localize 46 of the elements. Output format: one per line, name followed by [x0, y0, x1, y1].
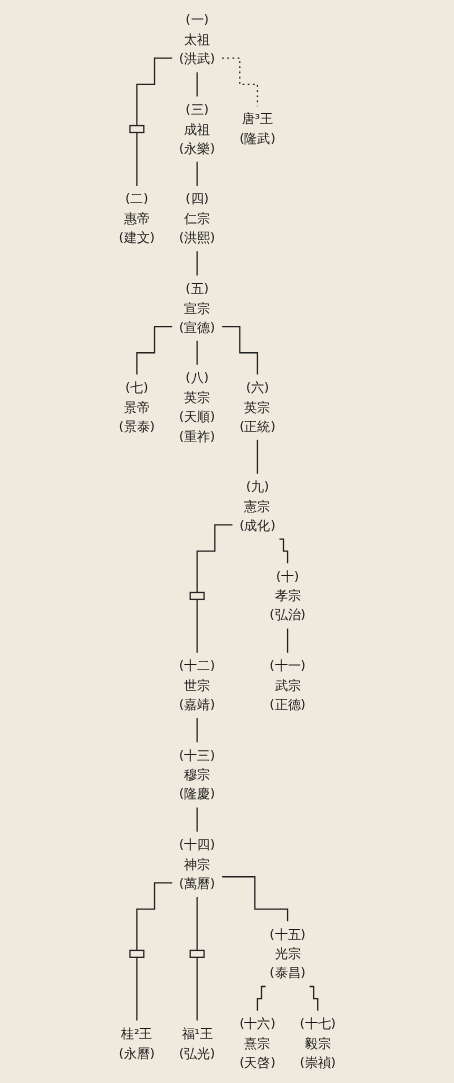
node-text: (十三) 穆宗 (隆慶): [178, 747, 215, 802]
connector: [256, 439, 258, 475]
node-text: (八) 英宗 (天順) (重祚): [178, 370, 215, 445]
connector: [196, 340, 198, 366]
node-text: 福¹王 (弘光): [178, 1025, 215, 1061]
connector: [196, 806, 198, 833]
node-box: [129, 949, 145, 958]
node-box: [189, 591, 205, 601]
connector: [135, 57, 173, 127]
connector: [196, 717, 198, 743]
connector: [196, 161, 198, 187]
node-text: (四) 仁宗 (洪熙): [178, 191, 215, 246]
connector: [135, 131, 138, 187]
node-text: 唐³王 (隆武): [239, 111, 276, 147]
node-text: (九) 憲宗 (成化): [239, 479, 276, 534]
connector: [196, 896, 198, 952]
connector: [221, 876, 288, 922]
node-text: (十) 孝宗 (弘治): [269, 568, 306, 623]
node-box: [129, 124, 145, 134]
node-text: 桂²王 (永曆): [118, 1025, 155, 1061]
node-text: (十六) 熹宗 (天啓): [239, 1015, 276, 1071]
node-text: (七) 景帝 (景泰): [118, 379, 155, 435]
node-box: [189, 949, 205, 958]
node-text: (三) 成祖 (永樂): [178, 101, 215, 157]
connector: [221, 325, 258, 376]
node-text: (十一) 武宗 (正德): [269, 658, 306, 713]
node-text: (十四) 神宗 (萬曆): [178, 836, 215, 892]
node-text: (十二) 世宗 (嘉靖): [178, 658, 215, 713]
node-text: (五) 宣宗 (宣德): [178, 280, 215, 336]
connector: [196, 250, 198, 277]
connector: [256, 985, 266, 1012]
connector: [286, 627, 288, 654]
connector: [196, 956, 198, 1022]
connector: [196, 71, 198, 98]
connector: [308, 985, 319, 1012]
connector: [135, 325, 173, 376]
connector: [135, 956, 138, 1022]
node-text: (十七) 毅宗 (崇禎): [299, 1015, 336, 1071]
connector: [135, 882, 173, 952]
node-text: (六) 英宗 (正統): [239, 379, 276, 435]
connector: [196, 524, 233, 594]
connector: [196, 598, 198, 654]
node-text: (二) 惠帝 (建文): [118, 191, 155, 246]
connector: [278, 538, 288, 564]
node-text: (十五) 光宗 (泰昌): [269, 926, 306, 981]
node-text: (一) 太祖 (洪武): [178, 12, 215, 67]
